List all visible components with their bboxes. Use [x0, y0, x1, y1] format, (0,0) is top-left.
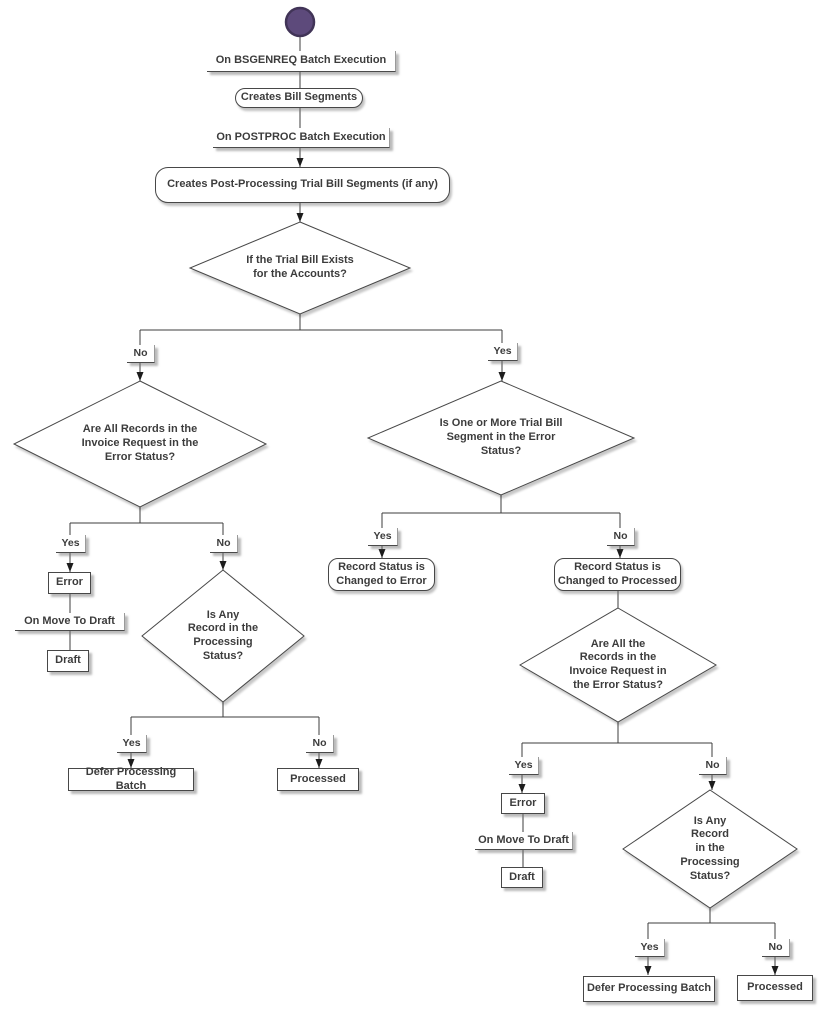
state-processed-right: Processed	[737, 975, 813, 1001]
down-arrowhead-icon	[616, 549, 624, 558]
branch-label-yes-any-record-left: Yes	[117, 735, 147, 753]
down-arrowhead-icon	[708, 781, 716, 790]
state-draft-right: Draft	[501, 867, 543, 888]
down-arrowhead-icon	[296, 158, 304, 167]
state-defer-processing-batch-left: Defer Processing Batch	[68, 766, 194, 792]
branch-label-yes-trial-bill: Yes	[488, 343, 518, 361]
branch-label-yes-all-records-left: Yes	[56, 535, 86, 553]
branch-label-no-trial-bill: No	[127, 345, 155, 363]
state-error-right: Error	[501, 793, 545, 814]
state-draft-left: Draft	[47, 650, 89, 672]
down-arrowhead-icon	[66, 563, 74, 572]
branch-label-no-all-records-right: No	[699, 757, 727, 775]
branch-label-no-any-record-right: No	[762, 939, 790, 957]
decision-any-record-processing-left-shape	[141, 569, 305, 703]
decision-any-record-processing-right-shape	[622, 789, 798, 909]
down-arrowhead-icon	[296, 213, 304, 222]
state-defer-processing-batch-right: Defer Processing Batch	[583, 976, 715, 1002]
down-arrowhead-icon	[378, 549, 386, 558]
process-record-status-error: Record Status is Changed to Error	[328, 558, 435, 591]
branch-label-yes-all-records-right: Yes	[509, 757, 539, 775]
down-arrowhead-icon	[498, 372, 506, 381]
down-arrowhead-icon	[136, 372, 144, 381]
annotation-on-bsgenreq: On BSGENREQ Batch Execution	[207, 51, 396, 72]
down-arrowhead-icon	[127, 759, 135, 768]
annotation-on-move-to-draft-right: On Move To Draft	[475, 832, 573, 850]
decision-all-records-error-left-shape	[12, 380, 268, 508]
decision-trial-bill-exists-shape	[188, 221, 412, 315]
down-arrowhead-icon	[219, 561, 227, 570]
start-circle-icon	[284, 6, 316, 38]
annotation-on-postproc: On POSTPROC Batch Execution	[213, 128, 390, 148]
branch-label-yes-any-record-right: Yes	[635, 939, 665, 957]
down-arrowhead-icon	[771, 966, 779, 975]
down-arrowhead-icon	[518, 784, 526, 793]
state-error-left: Error	[48, 572, 91, 594]
down-arrowhead-icon	[644, 966, 652, 975]
branch-label-no-all-records-left: No	[210, 535, 238, 553]
process-creates-post-processing: Creates Post-Processing Trial Bill Segme…	[155, 167, 450, 203]
process-creates-bill-segments: Creates Bill Segments	[235, 88, 363, 108]
state-processed-left: Processed	[277, 768, 359, 791]
branch-label-no-any-record-left: No	[306, 735, 334, 753]
branch-label-yes-one-or-more: Yes	[368, 528, 398, 546]
branch-label-no-one-or-more: No	[607, 528, 635, 546]
decision-all-records-error-right-shape	[519, 607, 717, 723]
process-record-status-processed: Record Status is Changed to Processed	[554, 558, 681, 591]
down-arrowhead-icon	[315, 759, 323, 768]
annotation-on-move-to-draft-left: On Move To Draft	[15, 613, 125, 631]
decision-one-or-more-trial-bill-error-shape	[366, 380, 636, 496]
